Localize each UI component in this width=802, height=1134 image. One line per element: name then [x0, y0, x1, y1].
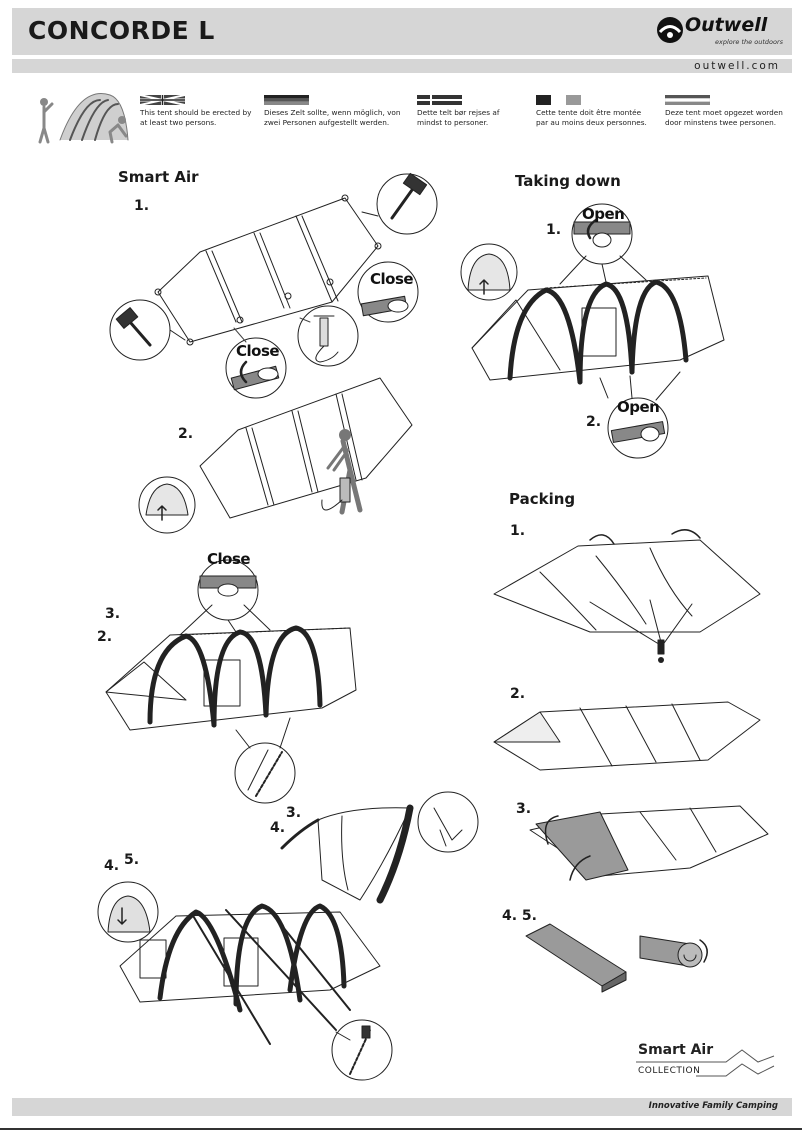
packing-step-1: 1. — [510, 523, 526, 539]
pump-bubble — [297, 305, 359, 367]
lang-note-fr: Cette tente doit être montée par au moin… — [536, 108, 647, 127]
brand-logo: Outwell explore the outdoors — [655, 14, 783, 50]
flag-nl-icon — [665, 95, 710, 105]
flat-tent-illustration — [154, 194, 382, 346]
taking-down-step-2: 2. — [586, 414, 602, 430]
smart-air-step-5: 5. — [124, 852, 140, 868]
section-taking-down-title: Taking down — [515, 172, 621, 190]
pumping-person-illustration — [138, 377, 413, 534]
packing-step-3: 3. — [516, 801, 532, 817]
packing-step-1-illustration — [493, 529, 761, 663]
lang-note-nl: Deze tent moet opgezet worden door minst… — [665, 108, 783, 127]
lang-note-da: Dette telt bør rejses af mindst to perso… — [417, 108, 500, 127]
smart-air-step-1: 1. — [134, 198, 150, 214]
smart-air-step-3a: 3. — [105, 606, 121, 622]
bottom-rule — [0, 1128, 802, 1130]
two-persons-icon — [38, 93, 129, 144]
smart-air-logo-name: Smart Air — [638, 1042, 714, 1058]
packing-step-45-illustration — [525, 923, 708, 993]
close-label-left: Close — [236, 342, 280, 360]
flag-de-icon — [264, 95, 309, 105]
section-smart-air-title: Smart Air — [118, 168, 199, 186]
close-label-right: Close — [370, 270, 414, 288]
footer-band — [12, 1098, 792, 1116]
packing-step-2: 2. — [510, 686, 526, 702]
lang-note-de: Dieses Zelt sollte, wenn möglich, von zw… — [264, 108, 401, 127]
lang-note-en: This tent should be erected by at least … — [140, 108, 252, 127]
flag-fr-icon — [536, 95, 581, 105]
close-label-top: Close — [207, 550, 251, 568]
smart-air-step-4a: 4. — [270, 820, 286, 836]
smart-air-logo-sub: COLLECTION — [638, 1066, 701, 1076]
packing-step-45: 4. 5. — [502, 908, 537, 924]
air-wave-icon — [636, 1049, 775, 1077]
packing-step-2-illustration — [493, 701, 761, 771]
peg-hammer-bubble — [361, 172, 438, 235]
smart-air-step-3b: 3. — [286, 805, 302, 821]
website-url[interactable]: outwell.com — [694, 60, 780, 72]
taking-down-step-1: 1. — [546, 222, 562, 238]
peg-hammer-bubble-left — [109, 299, 186, 361]
open-label-top: Open — [582, 205, 625, 223]
open-label-bottom: Open — [617, 398, 660, 416]
brand-name: Outwell — [685, 14, 768, 36]
outwell-emblem-icon — [657, 17, 683, 43]
pole-detail-illustration — [280, 791, 479, 904]
smart-air-step-2b: 2. — [97, 629, 113, 645]
smart-air-step-2: 2. — [178, 426, 194, 442]
flag-dk-icon — [417, 95, 462, 105]
close-valve-bubble-left — [225, 337, 287, 399]
taking-down-tent-illustration — [460, 203, 725, 459]
brand-tagline: explore the outdoors — [715, 38, 784, 46]
packing-step-3-illustration — [529, 805, 769, 881]
inflated-tent-illustration-1 — [105, 559, 357, 804]
flag-uk-icon — [140, 95, 185, 105]
page-title: CONCORDE L — [28, 16, 215, 45]
section-packing-title: Packing — [509, 490, 576, 508]
footer-slogan: Innovative Family Camping — [648, 1101, 778, 1111]
url-band — [12, 59, 792, 73]
smart-air-step-4b: 4. — [104, 858, 120, 874]
close-valve-bubble-right — [357, 261, 419, 323]
smart-air-collection-logo: Smart Air COLLECTION — [636, 1040, 786, 1084]
final-tent-illustration — [97, 881, 393, 1081]
